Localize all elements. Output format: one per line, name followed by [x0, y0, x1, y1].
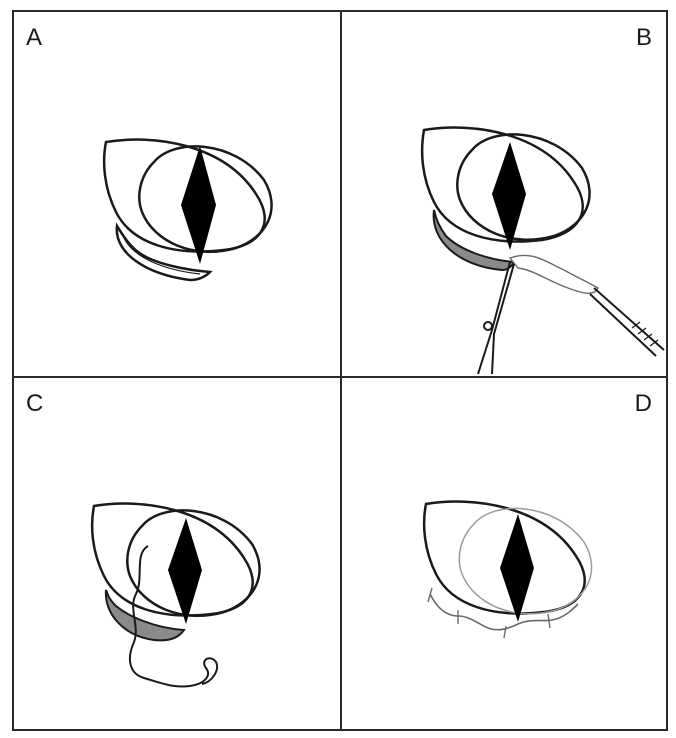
excised-gland-tissue	[510, 255, 598, 293]
panel-a: A	[12, 10, 342, 378]
forceps-icon	[590, 288, 664, 356]
scissors-icon	[478, 262, 514, 374]
panel-c: C	[12, 376, 342, 731]
panel-d-illustration	[342, 378, 666, 729]
panel-a-illustration	[14, 12, 340, 376]
panel-d: D	[340, 376, 668, 731]
panel-c-illustration	[14, 378, 340, 729]
panel-b-illustration	[342, 12, 666, 376]
panel-b: B	[340, 10, 668, 378]
